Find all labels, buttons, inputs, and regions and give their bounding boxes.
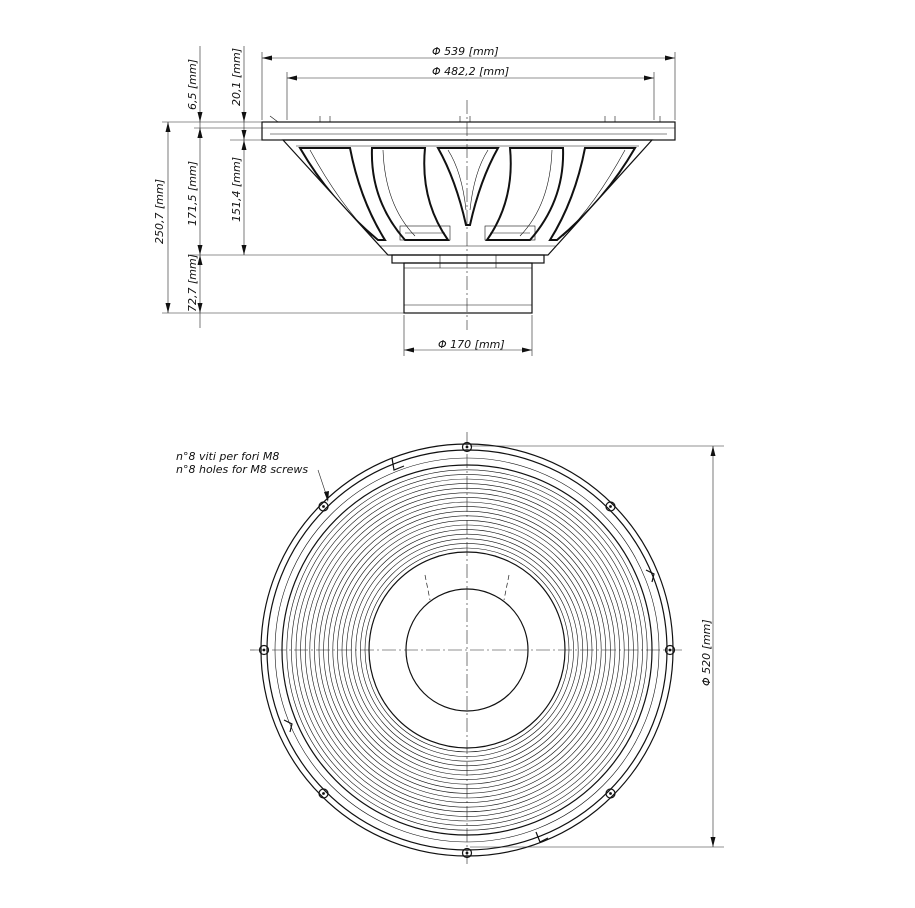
bolt-holes <box>258 441 676 859</box>
dim-magnet-depth-label: 72,7 [mm] <box>186 254 199 312</box>
dim-basket: 171,5 [mm] <box>186 128 203 255</box>
bolt-hole <box>318 501 329 512</box>
dim-total-depth: 250,7 [mm] <box>153 122 171 313</box>
magnet-plate <box>391 254 545 264</box>
dim-bolt-circle-label: Φ 520 [mm] <box>700 619 713 686</box>
dim-magnet-diameter: Φ 170 [mm] <box>403 315 533 356</box>
dim-magnet-diameter-label: Φ 170 [mm] <box>438 338 505 351</box>
dim-flange: 6,5 [mm] <box>186 46 203 140</box>
bolt-hole <box>605 788 616 799</box>
dim-inner-diameter-label: Φ 482,2 [mm] <box>432 65 509 78</box>
dim-outer-diameter: Φ 539 [mm] <box>261 45 676 120</box>
bolt-hole <box>605 501 616 512</box>
frame-notches <box>283 457 655 843</box>
dim-rim-label: 20,1 [mm] <box>230 48 243 106</box>
dim-bolt-circle: Φ 520 [mm] <box>470 445 724 848</box>
dim-cone-label: 151,4 [mm] <box>230 157 243 222</box>
basket-outline <box>281 139 654 256</box>
dim-total-depth-label: 250,7 [mm] <box>153 179 166 244</box>
bolt-hole <box>318 788 329 799</box>
basket-windows <box>298 147 637 241</box>
dim-magnet-depth: 72,7 [mm] <box>186 254 203 328</box>
note-italian: n°8 viti per fori M8 <box>176 450 279 463</box>
dim-inner-diameter: Φ 482,2 [mm] <box>286 65 655 120</box>
front-view: n°8 viti per fori M8 n°8 holes for M8 sc… <box>176 432 724 866</box>
dim-flange-label: 6,5 [mm] <box>186 59 199 110</box>
dim-rim: 20,1 [mm] <box>230 46 247 140</box>
dim-basket-label: 171,5 [mm] <box>186 161 199 226</box>
side-view: Φ 539 [mm] Φ 482,2 [mm] Φ 170 [mm] <box>153 45 676 356</box>
bolt-hole <box>258 644 270 656</box>
frame-flange <box>261 121 676 141</box>
dim-outer-diameter-label: Φ 539 [mm] <box>432 45 499 58</box>
bolt-hole <box>664 644 676 656</box>
magnet-body <box>403 262 533 314</box>
dim-cone: 151,4 [mm] <box>230 140 247 255</box>
bolt-hole <box>461 441 473 453</box>
bolt-hole <box>461 847 473 859</box>
note-english: n°8 holes for M8 screws <box>176 463 308 476</box>
